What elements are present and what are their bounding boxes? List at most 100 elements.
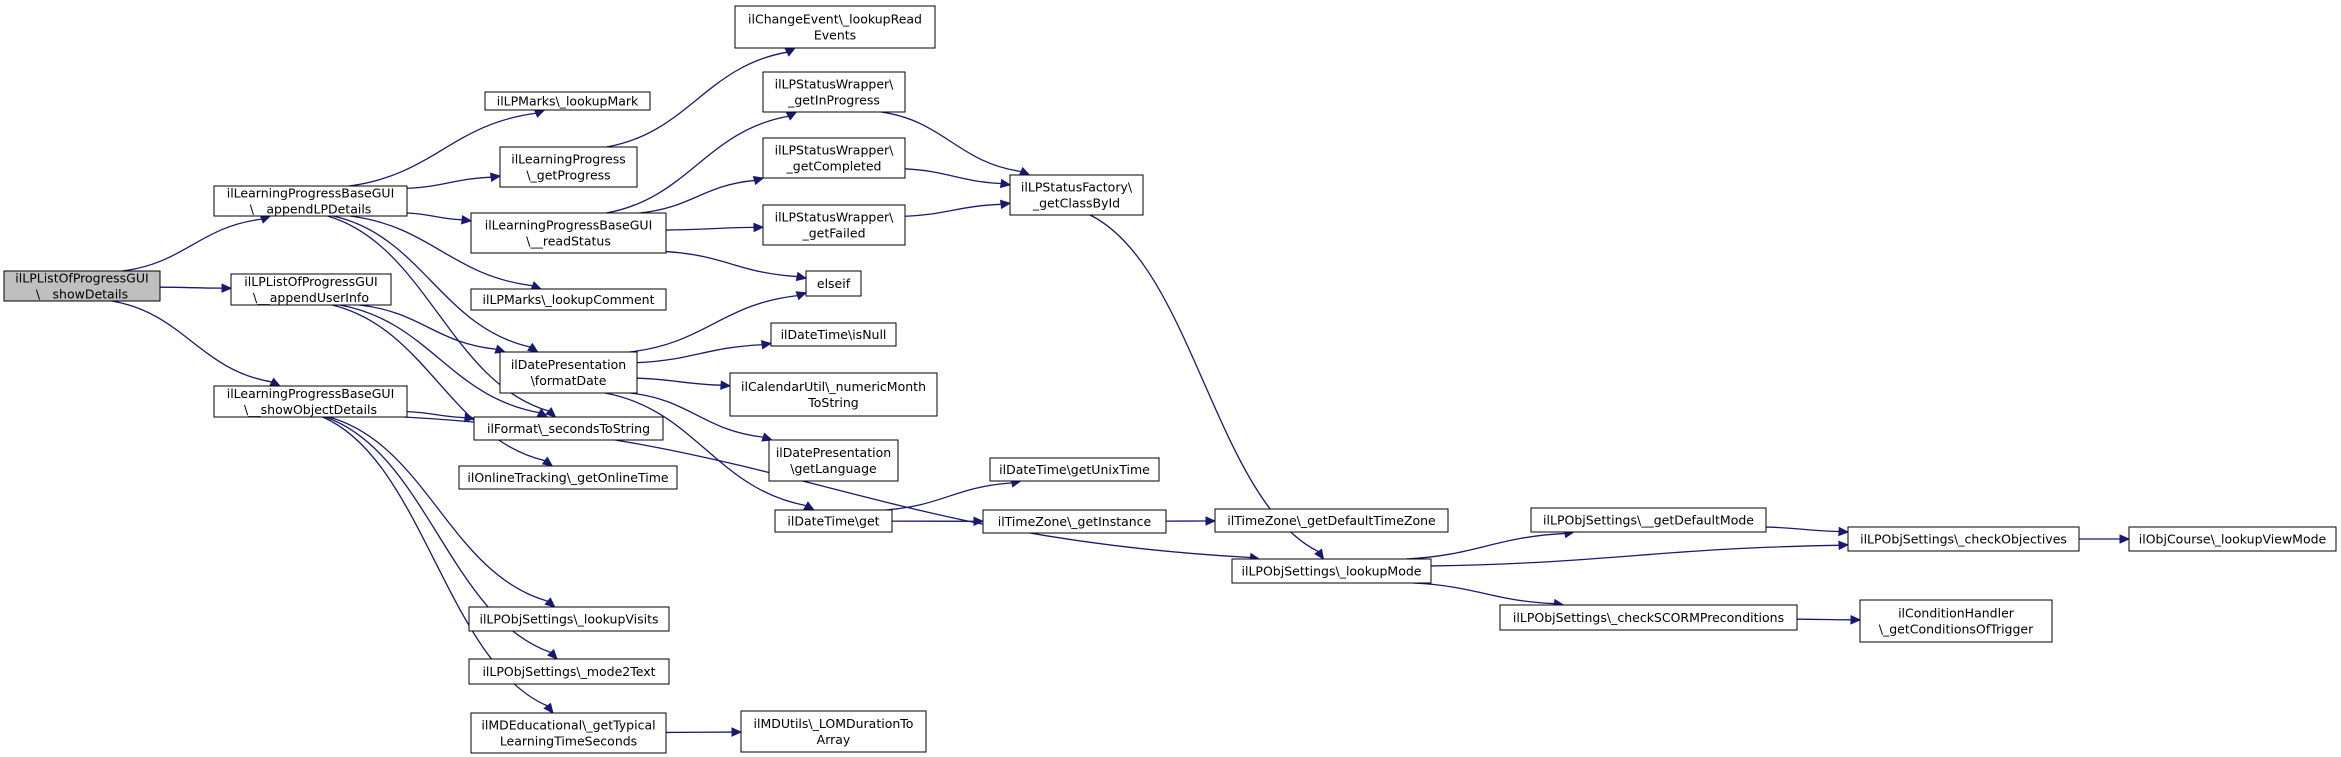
node-getFailed[interactable]: ilLPStatusWrapper\_getFailed bbox=[762, 204, 906, 246]
edge-arrowhead bbox=[533, 109, 546, 118]
node-box bbox=[1214, 508, 1449, 533]
edge-line bbox=[1765, 526, 1840, 533]
call-edge-showObjectDetails-to-mode2Text bbox=[325, 416, 558, 660]
edge-arrowhead bbox=[464, 412, 476, 423]
call-edge-readStatus-to-getCompleted bbox=[639, 175, 765, 214]
node-getInProgress[interactable]: ilLPStatusWrapper\_getInProgress bbox=[762, 71, 906, 113]
edge-arrowhead bbox=[752, 175, 765, 186]
node-box bbox=[470, 712, 667, 754]
node-box bbox=[734, 5, 936, 49]
node-label-line: \__showDetails bbox=[36, 287, 128, 302]
node-label-line: ilMDUtils\_LOMDurationTo bbox=[754, 716, 914, 731]
edge-line bbox=[629, 294, 798, 353]
edge-line bbox=[636, 344, 763, 364]
edge-arrowhead bbox=[460, 215, 473, 225]
node-readStatus[interactable]: ilLearningProgressBaseGUI\__readStatus bbox=[470, 212, 667, 254]
node-label-line: ilDateTime\get bbox=[787, 514, 879, 529]
edge-line bbox=[332, 215, 531, 348]
edge-line bbox=[406, 212, 463, 221]
node-box bbox=[762, 71, 906, 113]
node-label-line: ilLPObjSettings\_checkObjectives bbox=[1860, 532, 2067, 547]
call-edge-readStatus-to-getFailed bbox=[665, 222, 765, 233]
call-edge-lookupMode-to-getDefaultMode bbox=[1406, 528, 1576, 560]
node-getLanguage[interactable]: ilDatePresentation\getLanguage bbox=[768, 439, 899, 482]
edge-line bbox=[406, 410, 466, 419]
node-dtGet[interactable]: ilDateTime\get bbox=[774, 509, 893, 533]
node-lookupMode[interactable]: ilLPObjSettings\_lookupMode bbox=[1231, 558, 1432, 584]
edge-line bbox=[406, 176, 492, 189]
edge-arrowhead bbox=[795, 291, 808, 301]
node-label-line: ilLPMarks\_lookupComment bbox=[483, 292, 655, 307]
node-lookupVisits[interactable]: ilLPObjSettings\_lookupVisits bbox=[468, 606, 670, 632]
node-label-line: \__showObjectDetails bbox=[244, 402, 377, 417]
edge-arrowhead bbox=[259, 214, 272, 224]
node-getDefaultMode[interactable]: ilLPObjSettings\__getDefaultMode bbox=[1530, 507, 1767, 533]
node-getClassById[interactable]: ilLPStatusFactory\_getClassById bbox=[1009, 174, 1144, 216]
node-box bbox=[499, 146, 638, 188]
edge-arrowhead bbox=[795, 271, 808, 282]
node-label-line: ilTimeZone\_getDefaultTimeZone bbox=[1227, 513, 1436, 528]
node-label-line: \__appendUserInfo bbox=[253, 290, 369, 305]
node-lookupViewMode[interactable]: ilObjCourse\_lookupViewMode bbox=[2128, 526, 2337, 552]
node-appendLPDetails[interactable]: ilLearningProgressBaseGUI\__appendLPDeta… bbox=[213, 185, 408, 217]
node-getProgress[interactable]: ilLearningProgress\_getProgress bbox=[499, 146, 638, 188]
node-box bbox=[213, 185, 408, 217]
node-label-line: ilDatePresentation bbox=[511, 357, 626, 372]
node-getCompleted[interactable]: ilLPStatusWrapper\_getCompleted bbox=[762, 137, 906, 179]
node-isNull[interactable]: ilDateTime\isNull bbox=[770, 322, 897, 347]
node-mode2Text[interactable]: ilLPObjSettings\_mode2Text bbox=[468, 658, 670, 685]
edge-arrowhead bbox=[999, 199, 1012, 210]
node-box bbox=[762, 204, 906, 246]
node-getDefaultTimeZone[interactable]: ilTimeZone\_getDefaultTimeZone bbox=[1214, 508, 1449, 533]
call-edge-appendLPDetails-to-lookupComment bbox=[349, 215, 543, 291]
node-label-line: ilLPObjSettings\_checkSCORMPreconditions bbox=[1513, 610, 1784, 625]
node-label-line: Array bbox=[817, 732, 851, 747]
node-label-line: ToString bbox=[807, 395, 858, 410]
edge-line bbox=[122, 218, 262, 272]
node-lookupComment[interactable]: ilLPMarks\_lookupComment bbox=[470, 288, 667, 311]
edge-arrowhead bbox=[530, 281, 543, 291]
edge-arrowhead bbox=[527, 342, 539, 353]
node-lookupMark[interactable]: ilLPMarks\_lookupMark bbox=[484, 91, 651, 111]
node-getInstance[interactable]: ilTimeZone\_getInstance bbox=[982, 509, 1167, 534]
call-edge-showObjectDetails-to-lookupVisits bbox=[328, 416, 556, 608]
call-edge-checkSCORM-to-getConditionsOfTrigger bbox=[1796, 615, 1862, 625]
node-secondsToString[interactable]: ilFormat\_secondsToString bbox=[473, 416, 664, 441]
node-elseif[interactable]: elseif bbox=[805, 270, 862, 297]
node-box bbox=[770, 322, 897, 347]
edge-arrowhead bbox=[1838, 540, 1850, 551]
node-formatDate[interactable]: ilDatePresentation\formatDate bbox=[499, 351, 638, 394]
node-label-line: ilObjCourse\_lookupViewMode bbox=[2139, 532, 2327, 547]
node-label-line: ilLPMarks\_lookupMark bbox=[497, 94, 639, 109]
node-getTypical[interactable]: ilMDEducational\_getTypicalLearningTimeS… bbox=[470, 712, 667, 754]
node-showObjectDetails[interactable]: ilLearningProgressBaseGUI\__showObjectDe… bbox=[213, 385, 408, 418]
node-appendUserInfo[interactable]: ilLPListOfProgressGUI\__appendUserInfo bbox=[230, 273, 392, 306]
call-edge-lookupMode-to-checkObjectives bbox=[1430, 540, 1850, 567]
edge-arrowhead bbox=[1850, 615, 1862, 625]
edge-line bbox=[904, 203, 1002, 217]
node-label-line: _getClassById bbox=[1032, 196, 1120, 211]
edge-arrowhead bbox=[543, 702, 554, 714]
node-label-line: ilLPStatusWrapper\ bbox=[775, 210, 895, 225]
edge-arrowhead bbox=[221, 283, 233, 293]
node-checkSCORM[interactable]: ilLPObjSettings\_checkSCORMPreconditions bbox=[1499, 604, 1798, 631]
edge-arrowhead bbox=[547, 648, 558, 660]
node-checkObjectives[interactable]: ilLPObjSettings\_checkObjectives bbox=[1847, 526, 2080, 552]
node-getUnixTime[interactable]: ilDateTime\getUnixTime bbox=[989, 457, 1160, 482]
edge-arrowhead bbox=[760, 340, 773, 350]
node-getConditionsOfTrigger[interactable]: ilConditionHandler\_getConditionsOfTrigg… bbox=[1859, 599, 2053, 643]
edge-arrowhead bbox=[785, 111, 798, 121]
node-box bbox=[1499, 604, 1798, 631]
edge-line bbox=[1430, 544, 1840, 567]
node-box bbox=[774, 509, 893, 533]
edge-line bbox=[606, 115, 789, 214]
node-root[interactable]: ilLPListOfProgressGUI\__showDetails bbox=[3, 270, 161, 302]
node-label-line: elseif bbox=[817, 276, 851, 291]
edge-arrowhead bbox=[1205, 516, 1217, 526]
edge-line bbox=[348, 112, 537, 187]
node-getOnlineTime[interactable]: ilOnlineTracking\_getOnlineTime bbox=[458, 465, 678, 490]
call-edge-appendLPDetails-to-secondsToString bbox=[327, 215, 557, 418]
